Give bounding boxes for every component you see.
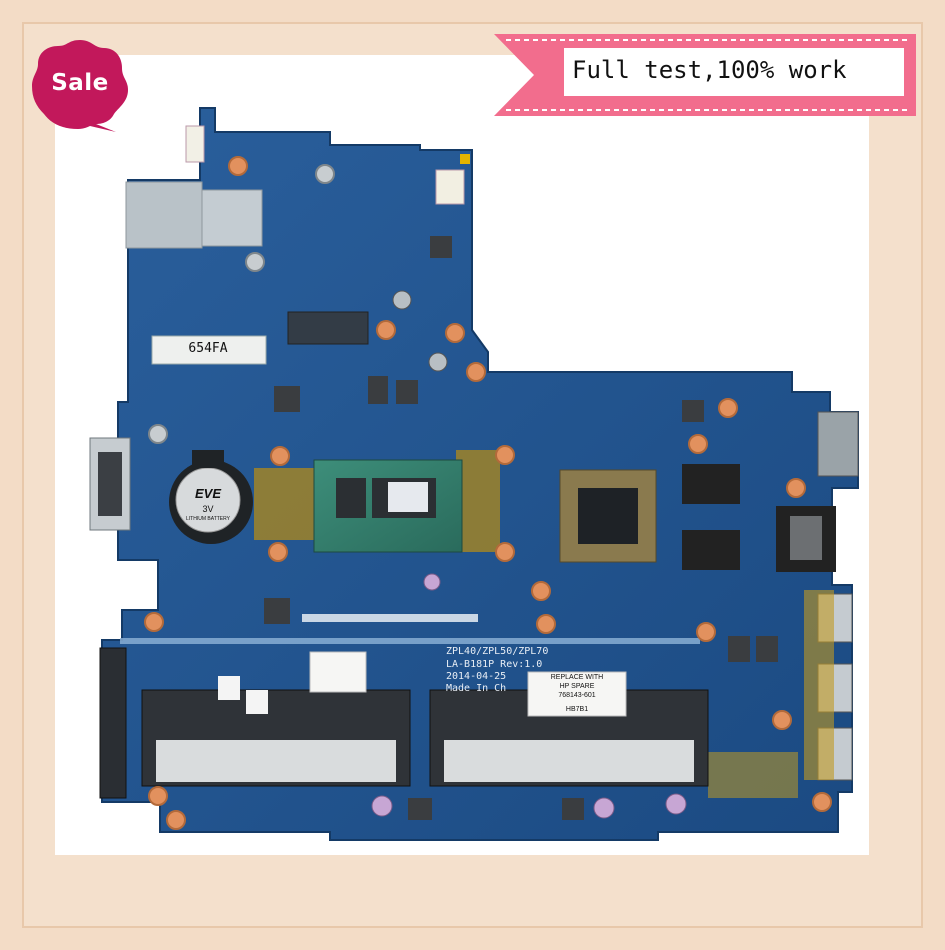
sale-label: Sale	[51, 70, 109, 96]
promo-banner: Full test,100% work	[494, 34, 916, 116]
sticker-line-2: HP SPARE	[559, 683, 595, 690]
sticker-line-4: HB7B1	[565, 706, 589, 713]
banner-text: Full test,100% work	[572, 56, 847, 84]
sticker-line-3: 768143-601	[558, 692, 596, 699]
sale-badge-shape	[32, 40, 128, 132]
battery-brand: EVE	[194, 486, 221, 501]
connector-label: 654FA	[188, 341, 228, 356]
battery-subtitle: LITHIUM BATTERY	[186, 516, 230, 522]
banner-ribbon	[494, 34, 916, 116]
silkscreen-date: 2014-04-25	[446, 671, 507, 682]
sale-badge: Sale	[30, 34, 130, 134]
silkscreen-made: Made In Ch	[446, 683, 507, 694]
sticker-line-1: REPLACE WITH	[550, 674, 604, 681]
silkscreen-models: ZPL40/ZPL50/ZPL70	[446, 646, 549, 657]
silkscreen-rev: LA-B181P Rev:1.0	[446, 659, 543, 670]
battery-voltage: 3V	[202, 504, 214, 514]
